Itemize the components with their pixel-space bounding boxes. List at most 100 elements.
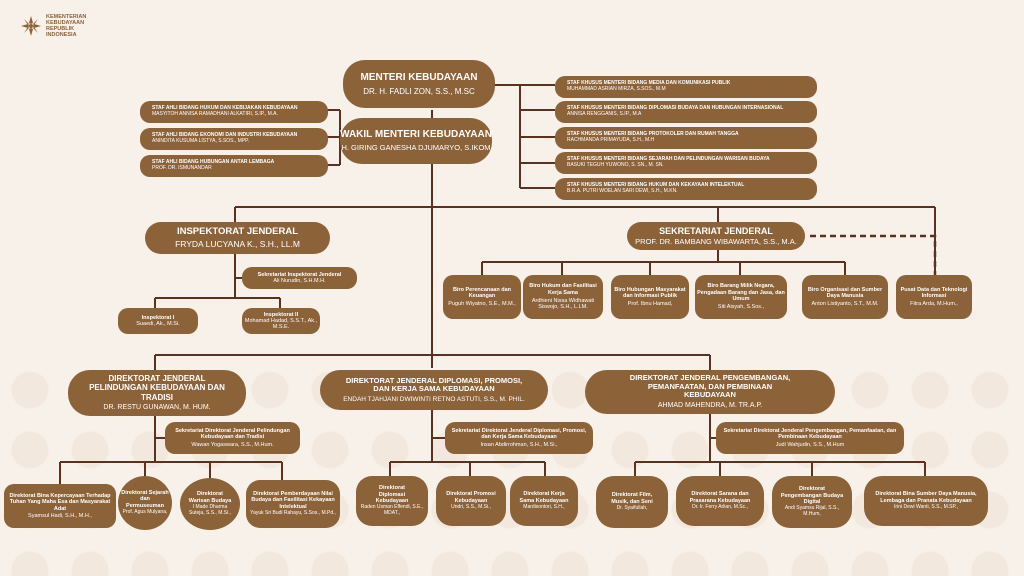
direktorat-name: Prof. Agus Mulyana, bbox=[122, 509, 168, 516]
direktorat-title: Direktorat Film, Musik, dan Seni bbox=[611, 492, 653, 505]
direktorat-name: Dr. Ir. Ferry Arlian, M.Sc., bbox=[692, 503, 748, 510]
sekr-inspektorat-title: Sekretariat Inspektorat Jenderal bbox=[257, 271, 342, 278]
direktorat-title: Direktorat Bina Kepercayaan Terhadap Tuh… bbox=[9, 492, 111, 512]
direktorat-title: Direktorat Warisan Budaya bbox=[188, 491, 232, 504]
staf-khusus-3: STAF KHUSUS MENTERI BIDANG PROTOKOLER DA… bbox=[555, 127, 817, 149]
direktorat-title: Direktorat Kerja Sama Kebudayaan bbox=[519, 491, 569, 504]
menteri-box: MENTERI KEBUDAYAAN DR. H. FADLI ZON, S.S… bbox=[343, 60, 495, 108]
inspektorat-1-box: Inspektorat I Suaedi, Ak., M.Si. bbox=[118, 308, 198, 334]
staf-khusus-2: STAF KHUSUS MENTERI BIDANG DIPLOMASI BUD… bbox=[555, 101, 817, 123]
dirjen-title: DIREKTORAT JENDERAL PENGEMBANGAN, PEMANF… bbox=[629, 373, 791, 400]
direktorat-11: Direktorat Bina Sumber Daya Manusia, Lem… bbox=[864, 476, 988, 526]
direktorat-name: Mardisontori, S.H., bbox=[523, 503, 565, 510]
direktorat-2: Direktorat Sejarah dan Permuseuman Prof.… bbox=[118, 476, 172, 530]
biro-name: Ardhieni Nissa Widhawati Siswojo, S.H., … bbox=[531, 298, 595, 311]
direktorat-7: Direktorat Kerja Sama Kebudayaan Mardiso… bbox=[510, 476, 578, 526]
staf-khusus-title: STAF KHUSUS MENTERI BIDANG PROTOKOLER DA… bbox=[567, 131, 739, 138]
sekjen-title: SEKRETARIAT JENDERAL bbox=[659, 225, 773, 236]
direktorat-name: I Made Dharma Suteja, S.S., M.Si., bbox=[189, 504, 231, 516]
biro-name: Fitra Arda, M.Hum., bbox=[910, 301, 958, 308]
staf-ahli-1: STAF AHLI BIDANG HUKUM DAN KEBIJAKAN KEB… bbox=[140, 101, 328, 123]
sekr-dirjen-1: Sekretariat Direktorat Jenderal Pelindun… bbox=[165, 422, 300, 454]
biro-5: Biro Organisasi dan Sumber Daya Manusia … bbox=[802, 275, 888, 319]
sekr-dirjen-name: Judi Wahjudin, S.S., M.Hum bbox=[775, 441, 845, 448]
inspektorat-name: FRYDA LUCYANA K., S.H., LL.M bbox=[175, 238, 300, 249]
dirjen-name: ENDAH TJAHJANI DWIWINTI RETNO ASTUTI, S.… bbox=[343, 395, 525, 403]
inspektorat-unit-name: Suaedi, Ak., M.Si. bbox=[136, 321, 180, 327]
sekr-dirjen-3: Sekretariat Direktorat Jenderal Pengemba… bbox=[716, 422, 904, 454]
staf-khusus-name: B.R.A. PUTRI WOELAN SARI DEWI, S.H., M.K… bbox=[567, 188, 678, 194]
direktorat-title: Direktorat Pemberdayaan Nilai Budaya dan… bbox=[251, 491, 335, 510]
staf-khusus-name: MUHAMMAD ASRIAN MIRZA, S.SOS., M.M bbox=[567, 86, 666, 92]
pusdatin-box: Pusat Data dan Teknologi Informasi Fitra… bbox=[896, 275, 972, 319]
sekr-inspektorat-name: Ali Nurudin, S.H.M.H. bbox=[273, 278, 326, 284]
direktorat-title: Direktorat Promosi Kebudayaan bbox=[446, 491, 496, 504]
staf-khusus-title: STAF KHUSUS MENTERI BIDANG SEJARAH DAN P… bbox=[567, 156, 770, 163]
direktorat-9: Direktorat Sarana dan Prasarana Kebudaya… bbox=[676, 476, 764, 526]
biro-4: Biro Barang Milik Negara, Pengadaan Bara… bbox=[695, 275, 787, 319]
staf-khusus-title: STAF KHUSUS MENTERI BIDANG HUKUM DAN KEK… bbox=[567, 182, 745, 189]
biro-1: Biro Perencanaan dan Keuangan Puguh Wiya… bbox=[443, 275, 521, 319]
inspektorat-box: INSPEKTORAT JENDERAL FRYDA LUCYANA K., S… bbox=[145, 222, 330, 254]
dirjen-name: DR. RESTU GUNAWAN, M. HUM. bbox=[103, 403, 211, 411]
biro-title: Biro Hubungan Masyarakat dan Informasi P… bbox=[614, 286, 686, 299]
sekr-dirjen-title: Sekretariat Direktorat Jenderal Pelindun… bbox=[175, 428, 290, 441]
wamen-name: H. GIRING GANESHA DJUMARYO, S.IKOM bbox=[341, 142, 491, 152]
wamen-title: WAKIL MENTERI KEBUDAYAAN bbox=[340, 129, 492, 141]
direktorat-title: Direktorat Diplomasi Kebudayaan bbox=[375, 485, 409, 504]
direktorat-8: Direktorat Film, Musik, dan Seni Dr. Sya… bbox=[596, 476, 668, 528]
staf-khusus-4: STAF KHUSUS MENTERI BIDANG SEJARAH DAN P… bbox=[555, 152, 817, 174]
biro-title: Biro Perencanaan dan Keuangan bbox=[452, 286, 512, 299]
biro-name: Anton Listiyanto, S.T., M.M. bbox=[811, 301, 879, 308]
direktorat-1: Direktorat Bina Kepercayaan Terhadap Tuh… bbox=[4, 484, 116, 528]
direktorat-name: Raden Usman Effendi, S.E., MDAT., bbox=[360, 504, 424, 516]
staf-ahli-name: MASYITOH ANNISA RAMADHANI ALKATIRI, S.IP… bbox=[152, 111, 278, 117]
sekr-dirjen-2: Sekretariat Direktorat Jenderal Diplomas… bbox=[445, 422, 593, 454]
biro-name: Prof. Ibnu Hamad, bbox=[627, 301, 673, 308]
staf-ahli-3: STAF AHLI BIDANG HUBUNGAN ANTAR LEMBAGA … bbox=[140, 155, 328, 177]
staf-ahli-title: STAF AHLI BIDANG HUBUNGAN ANTAR LEMBAGA bbox=[152, 159, 275, 166]
direktorat-10: Direktorat Pengembangan Budaya Digital A… bbox=[772, 476, 852, 528]
staf-ahli-2: STAF AHLI BIDANG EKONOMI DAN INDUSTRI KE… bbox=[140, 128, 328, 150]
dirjen-2-box: DIREKTORAT JENDERAL DIPLOMASI, PROMOSI, … bbox=[320, 370, 548, 410]
direktorat-title: Direktorat Pengembangan Budaya Digital bbox=[780, 486, 844, 505]
sekr-dirjen-name: Wawan Yogaswara, S.S., M.Hum. bbox=[191, 441, 274, 448]
direktorat-name: Syamsul Hadi, S.H., M.H., bbox=[28, 512, 92, 519]
staf-ahli-title: STAF AHLI BIDANG HUKUM DAN KEBIJAKAN KEB… bbox=[152, 105, 298, 112]
dirjen-1-box: DIREKTORAT JENDERAL PELINDUNGAN KEBUDAYA… bbox=[68, 370, 246, 416]
logo-text: KEMENTERIAN KEBUDAYAAN REPUBLIK INDONESI… bbox=[46, 14, 87, 39]
dirjen-3-box: DIREKTORAT JENDERAL PENGEMBANGAN, PEMANF… bbox=[585, 370, 835, 414]
biro-name: Siti Aisyah, S.Sos., bbox=[717, 304, 765, 311]
direktorat-name: Andi Syamsu Rijal, S.S., M.Hum, bbox=[784, 505, 840, 517]
sekr-inspektorat-box: Sekretariat Inspektorat Jenderal Ali Nur… bbox=[242, 267, 357, 289]
direktorat-title: Direktorat Bina Sumber Daya Manusia, Lem… bbox=[875, 491, 977, 504]
biro-title: Biro Barang Milik Negara, Pengadaan Bara… bbox=[697, 283, 785, 302]
direktorat-title: Direktorat Sarana dan Prasarana Kebudaya… bbox=[689, 491, 751, 504]
staf-khusus-name: BASUKI TEGUH YUWONO, S. SN., M. SN. bbox=[567, 162, 664, 168]
inspektorat-unit-name: Mohamad Hadad, S.S.T., Ak., M.S.E. bbox=[244, 317, 318, 331]
sekr-dirjen-title: Sekretariat Direktorat Jenderal Diplomas… bbox=[451, 428, 587, 441]
direktorat-4: Direktorat Pemberdayaan Nilai Budaya dan… bbox=[246, 480, 340, 528]
biro-3: Biro Hubungan Masyarakat dan Informasi P… bbox=[611, 275, 689, 319]
dirjen-title: DIREKTORAT JENDERAL PELINDUNGAN KEBUDAYA… bbox=[89, 374, 225, 402]
sekjen-name: PROF. DR. BAMBANG WIBAWARTA, S.S., M.A. bbox=[635, 236, 797, 246]
sekr-dirjen-name: Insan Abdirrohman, S.H., M.Si., bbox=[480, 441, 558, 448]
inspektorat-title: INSPEKTORAT JENDERAL bbox=[176, 225, 299, 237]
staf-khusus-1: STAF KHUSUS MENTERI BIDANG MEDIA DAN KOM… bbox=[555, 76, 817, 98]
direktorat-name: Yayuk Sri Budi Rahayu, S.Sos., M.Pd., bbox=[250, 510, 336, 517]
biro-title: Biro Hukum dan Fasilitasi Kerja Sama bbox=[529, 283, 597, 296]
menteri-title: MENTERI KEBUDAYAAN bbox=[360, 72, 478, 84]
dirjen-title: DIREKTORAT JENDERAL DIPLOMASI, PROMOSI, … bbox=[345, 375, 523, 394]
direktorat-3: Direktorat Warisan Budaya I Made Dharma … bbox=[180, 478, 240, 530]
staf-khusus-name: RACHMANDA PRIMAYUDA, S.H., M.H bbox=[567, 137, 655, 143]
staf-khusus-title: STAF KHUSUS MENTERI BIDANG DIPLOMASI BUD… bbox=[567, 105, 784, 112]
logo-icon bbox=[21, 16, 41, 37]
wamen-box: WAKIL MENTERI KEBUDAYAAN H. GIRING GANES… bbox=[340, 118, 492, 164]
inspektorat-unit-title: Inspektorat II bbox=[263, 311, 299, 318]
staf-ahli-name: PROF. DR. ISMUNANDAR bbox=[152, 165, 212, 171]
biro-title: Biro Organisasi dan Sumber Daya Manusia bbox=[807, 286, 883, 299]
inspektorat-2-box: Inspektorat II Mohamad Hadad, S.S.T., Ak… bbox=[242, 308, 320, 334]
ministry-logo: KEMENTERIAN KEBUDAYAAN REPUBLIK INDONESI… bbox=[20, 14, 106, 38]
direktorat-name: Irini Dewi Wanti, S.S., M.SP., bbox=[894, 503, 958, 510]
